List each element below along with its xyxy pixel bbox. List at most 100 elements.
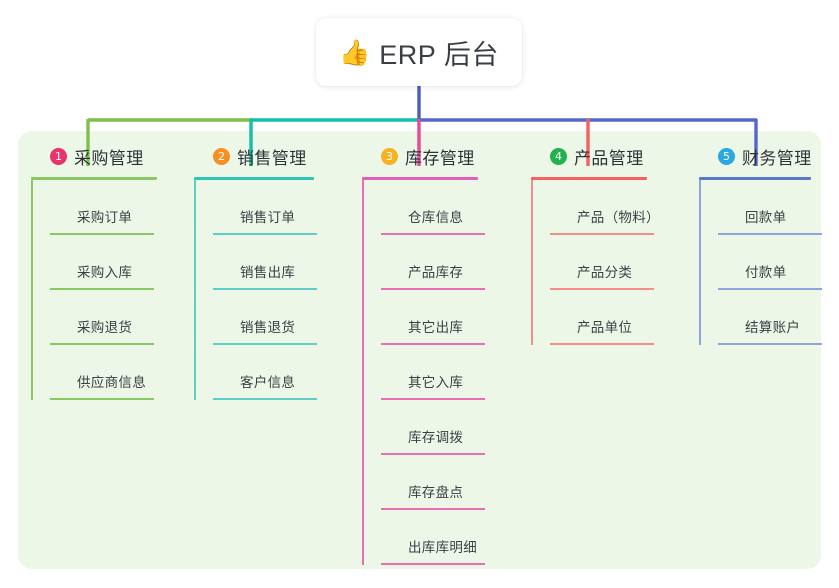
list-item-rule — [381, 453, 485, 455]
list-item-label: 销售退货 — [240, 320, 296, 335]
column-badge-5: 5 — [718, 147, 735, 165]
list-item[interactable]: 结算账户 — [718, 290, 822, 345]
column-stem-3 — [362, 180, 364, 565]
list-item[interactable]: 供应商信息 — [50, 345, 157, 400]
list-item-rule — [381, 343, 485, 345]
list-item-rule — [718, 288, 822, 290]
list-item-label: 采购退货 — [77, 320, 133, 335]
diagram-panel — [18, 131, 821, 569]
list-item-rule — [213, 343, 317, 345]
list-item[interactable]: 产品（物料） — [550, 180, 660, 235]
column-4: 4 产品管理产品（物料） 产品分类产品单位 — [531, 143, 660, 345]
list-item-rule — [213, 233, 317, 235]
list-item-rule — [213, 288, 317, 290]
list-item[interactable]: 产品单位 — [550, 290, 654, 345]
column-title-4: 产品管理 — [574, 148, 644, 168]
column-1: 1 采购管理采购订单采购入库采购退货供应商信息 — [31, 143, 157, 400]
column-header-4[interactable]: 4 产品管理 — [531, 143, 647, 169]
column-rule-1 — [31, 177, 157, 180]
list-item-label: 销售出库 — [240, 265, 296, 280]
list-item-rule — [550, 343, 654, 345]
list-item-rule — [50, 343, 154, 345]
column-title-5: 财务管理 — [742, 148, 812, 168]
column-rule-4 — [531, 177, 647, 180]
list-item-rule — [50, 288, 154, 290]
list-item-label: 库存调拨 — [408, 430, 464, 445]
column-rule-3 — [362, 177, 478, 180]
list-item-rule — [550, 288, 654, 290]
list-item[interactable]: 其它入库 — [381, 345, 485, 400]
column-title-1: 采购管理 — [74, 148, 144, 168]
column-rule-2 — [194, 177, 314, 180]
column-stem-5 — [699, 180, 701, 345]
column-items-5: 回款单付款单结算账户 — [699, 180, 822, 345]
list-item[interactable]: 客户信息 — [213, 345, 317, 400]
list-item[interactable]: 采购订单 — [50, 180, 157, 235]
list-item-rule — [381, 233, 485, 235]
list-item-rule — [213, 398, 317, 400]
list-item-rule — [381, 508, 485, 510]
list-item-label: 回款单 — [745, 210, 787, 225]
list-item[interactable]: 仓库信息 — [381, 180, 485, 235]
list-item-rule — [381, 288, 485, 290]
list-item-label: 产品（物料） — [577, 210, 660, 225]
list-item[interactable]: 库存调拨 — [381, 400, 485, 455]
column-header-1[interactable]: 1 采购管理 — [31, 143, 157, 169]
list-item-rule — [718, 343, 822, 345]
list-item[interactable]: 销售出库 — [213, 235, 317, 290]
list-item-label: 产品库存 — [408, 265, 464, 280]
column-stem-4 — [531, 180, 533, 345]
column-3: 3 库存管理仓库信息产品库存其它出库其它入库库存调拨库存盘点出库库明细 — [362, 143, 485, 565]
list-item-label: 销售订单 — [240, 210, 296, 225]
list-item-label: 库存盘点 — [408, 485, 464, 500]
thumbs-up-icon: 👍 — [339, 38, 371, 67]
list-item-label: 出库库明细 — [408, 540, 477, 555]
list-item[interactable]: 销售退货 — [213, 290, 317, 345]
column-badge-4: 4 — [550, 147, 567, 165]
list-item-rule — [50, 233, 154, 235]
list-item[interactable]: 出库库明细 — [381, 510, 485, 565]
list-item-label: 采购入库 — [77, 265, 133, 280]
list-item-label: 其它出库 — [408, 320, 464, 335]
list-item-label: 其它入库 — [408, 375, 464, 390]
column-items-4: 产品（物料） 产品分类产品单位 — [531, 180, 660, 345]
list-item[interactable]: 销售订单 — [213, 180, 317, 235]
list-item[interactable]: 产品分类 — [550, 235, 654, 290]
root-node-title: ERP 后台 — [379, 39, 499, 70]
list-item-label: 仓库信息 — [408, 210, 464, 225]
list-item-rule — [550, 233, 654, 235]
list-item-label: 付款单 — [745, 265, 787, 280]
list-item-rule — [50, 398, 154, 400]
column-title-2: 销售管理 — [237, 148, 307, 168]
root-node-card[interactable]: 👍 ERP 后台 — [316, 18, 522, 86]
list-item[interactable]: 其它出库 — [381, 290, 485, 345]
column-header-3[interactable]: 3 库存管理 — [362, 143, 478, 169]
list-item-label: 供应商信息 — [77, 375, 146, 390]
column-header-5[interactable]: 5 财务管理 — [699, 143, 812, 169]
column-stem-2 — [194, 180, 196, 400]
column-items-3: 仓库信息产品库存其它出库其它入库库存调拨库存盘点出库库明细 — [362, 180, 485, 565]
list-item[interactable]: 采购入库 — [50, 235, 157, 290]
list-item-rule — [381, 398, 485, 400]
list-item-rule — [381, 563, 485, 565]
column-items-2: 销售订单销售出库销售退货客户信息 — [194, 180, 317, 400]
column-badge-3: 3 — [381, 147, 398, 165]
column-items-1: 采购订单采购入库采购退货供应商信息 — [31, 180, 157, 400]
column-5: 5 财务管理回款单付款单结算账户 — [699, 143, 822, 345]
column-badge-1: 1 — [50, 147, 67, 165]
column-rule-5 — [699, 177, 811, 180]
list-item[interactable]: 采购退货 — [50, 290, 157, 345]
list-item[interactable]: 产品库存 — [381, 235, 485, 290]
list-item[interactable]: 付款单 — [718, 235, 822, 290]
list-item-label: 产品单位 — [577, 320, 633, 335]
list-item-label: 产品分类 — [577, 265, 633, 280]
list-item[interactable]: 回款单 — [718, 180, 822, 235]
list-item-rule — [718, 233, 822, 235]
column-title-3: 库存管理 — [405, 148, 475, 168]
column-stem-1 — [31, 180, 33, 400]
list-item-label: 采购订单 — [77, 210, 133, 225]
list-item[interactable]: 库存盘点 — [381, 455, 485, 510]
list-item-label: 客户信息 — [240, 375, 296, 390]
